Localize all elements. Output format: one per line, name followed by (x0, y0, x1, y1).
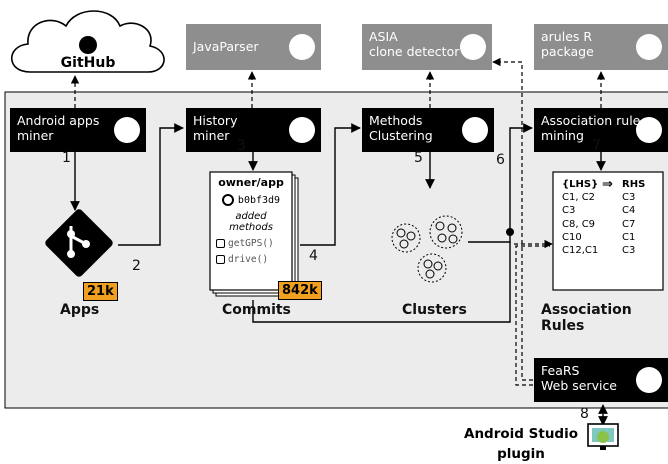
arules-box[interactable]: arules R package (534, 24, 668, 70)
commits-label: Commits (222, 302, 291, 318)
implies-icon (636, 117, 662, 143)
code-icon (216, 239, 225, 248)
git-branch-icon (289, 117, 315, 143)
github-octocat-icon (79, 36, 97, 54)
step-number-4: 4 (309, 248, 318, 264)
commit-owner-app: owner/app (218, 176, 284, 189)
external-link-icon (636, 367, 662, 393)
method-row-1: getGPS() (212, 238, 290, 249)
method-row-2: drive() (212, 254, 290, 265)
commit-card-front (209, 171, 293, 291)
arrow-step-6 (468, 123, 533, 243)
methods-clustering-box[interactable]: Methods Clustering (362, 108, 494, 152)
android-studio-icon (587, 423, 619, 450)
association-rules-label: Association Rules (541, 302, 632, 334)
clusters-icon (391, 215, 463, 283)
android-studio-plugin-label: Android Studio plugin (464, 426, 578, 462)
arrow-step-2 (118, 123, 184, 246)
android-apps-miner-box[interactable]: Android apps miner (10, 108, 146, 152)
apps-count-badge: 21k (83, 282, 118, 301)
association-rule-mining-box[interactable]: Association rule mining (534, 108, 668, 152)
asia-box[interactable]: ASIA clone detector (362, 24, 492, 70)
clusters-label: Clusters (402, 302, 467, 318)
code-icon (216, 255, 225, 264)
commits-count-badge: 842k (278, 281, 322, 300)
step-number-5: 5 (414, 150, 423, 166)
github-label[interactable]: GitHub (38, 36, 138, 71)
rules-header: {LHS} ⇒ RHS (562, 177, 646, 192)
step-number-1: 1 (62, 150, 71, 166)
line-commits-to-6 (252, 242, 511, 323)
arrow-fears-asia (492, 57, 533, 381)
commits-card-content: owner/app b0bf3d9 added methods getGPS()… (212, 176, 290, 265)
search-icon (114, 117, 140, 143)
import-icon (289, 34, 315, 60)
commit-hash-row: b0bf3d9 (212, 194, 290, 206)
added-methods-label: added methods (229, 211, 273, 233)
step-number-7: 7 (592, 138, 601, 154)
clustering-icon (462, 117, 488, 143)
git-logo-icon (45, 209, 113, 277)
import-icon (460, 34, 486, 60)
step-number-3: 3 (237, 138, 246, 154)
fears-web-service-box[interactable]: FeaRS Web service (534, 358, 668, 402)
javaparser-box[interactable]: JavaParser (186, 24, 321, 70)
import-icon (636, 34, 662, 60)
arrow-fears-rules (515, 245, 550, 386)
step-number-6: 6 (496, 152, 505, 168)
arrow-step-4 (300, 123, 361, 246)
rules-card (552, 171, 664, 291)
step-number-8: 8 (580, 406, 589, 422)
commit-icon (221, 194, 234, 206)
apps-label: Apps (60, 302, 100, 318)
step-number-2: 2 (132, 258, 141, 274)
history-miner-box[interactable]: History miner (186, 108, 321, 152)
